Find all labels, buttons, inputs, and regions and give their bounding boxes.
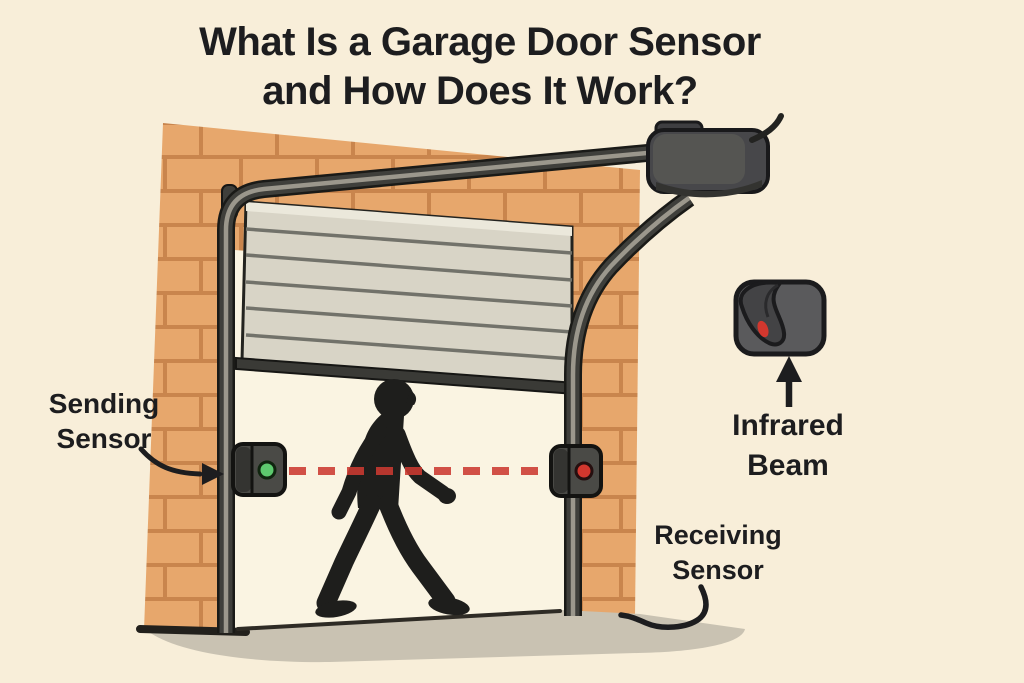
- person-head: [374, 379, 414, 419]
- closeup-red-led-icon: [757, 320, 769, 338]
- infrared-beam-label: Infrared Beam: [688, 406, 888, 486]
- door-track-left: [217, 133, 765, 633]
- page-title: What Is a Garage Door Sensor and How Doe…: [150, 18, 810, 116]
- red-led-icon: [574, 461, 594, 481]
- infrared-beam-label-line-2: Beam: [747, 449, 829, 482]
- person-back-foot: [315, 600, 357, 618]
- person-back-leg: [316, 493, 382, 613]
- person-hand: [438, 488, 456, 504]
- green-led-icon: [257, 460, 277, 480]
- door-panel-line: [245, 333, 573, 361]
- person-face: [406, 390, 417, 405]
- arrow-head: [776, 356, 802, 382]
- sending-sensor-label-line-2: Sensor: [56, 423, 152, 454]
- garage-door: [235, 200, 577, 396]
- sensor-cord-leader: [618, 584, 709, 630]
- receiving-sensor-label-line-1: Receiving: [654, 520, 782, 550]
- floor-shadow: [146, 610, 745, 663]
- title-line-2: and How Does It Work?: [262, 69, 698, 113]
- track-stripe: [570, 196, 691, 616]
- door-panel-line: [245, 306, 573, 334]
- receiving-sensor: [549, 444, 603, 498]
- person-front-leg: [378, 494, 456, 611]
- opener-front-face: [653, 134, 745, 184]
- arrow-head: [202, 463, 224, 485]
- door-track-right: [564, 190, 695, 616]
- infrared-beam-label-line-1: Infrared: [732, 409, 844, 442]
- garage-door-opener: [646, 113, 784, 198]
- receiving-sensor-label: Receiving Sensor: [616, 518, 820, 588]
- person-front-arm: [390, 426, 451, 501]
- receiving-sensor-label-line-2: Sensor: [672, 555, 764, 585]
- person-front-foot: [428, 596, 470, 616]
- up-arrow-icon: [776, 356, 802, 407]
- closeup-lens-hood: [738, 280, 787, 347]
- door-top-highlight: [246, 202, 572, 236]
- sensor-side-shade: [554, 449, 568, 493]
- arrow-curve: [138, 446, 203, 477]
- sensor-side-shade: [236, 447, 251, 492]
- doorway-threshold-line: [236, 609, 562, 631]
- opener-cord: [749, 113, 784, 143]
- sending-sensor-label: Sending Sensor: [14, 386, 194, 456]
- sending-sensor: [231, 442, 287, 497]
- closeup-hood-crease: [764, 283, 779, 318]
- opener-bottom-shade: [656, 180, 762, 198]
- person-back-arm: [331, 423, 388, 520]
- door-panel-line: [245, 280, 573, 308]
- door-panel-line: [245, 253, 573, 282]
- door-panel-line: [245, 227, 573, 255]
- sensor-closeup: [733, 279, 827, 357]
- person-silhouette: [315, 379, 470, 618]
- curved-arrow-icon: [138, 446, 224, 485]
- sending-sensor-label-line-1: Sending: [48, 388, 160, 419]
- title-line-1: What Is a Garage Door Sensor: [199, 20, 761, 64]
- track-stripe: [223, 139, 765, 633]
